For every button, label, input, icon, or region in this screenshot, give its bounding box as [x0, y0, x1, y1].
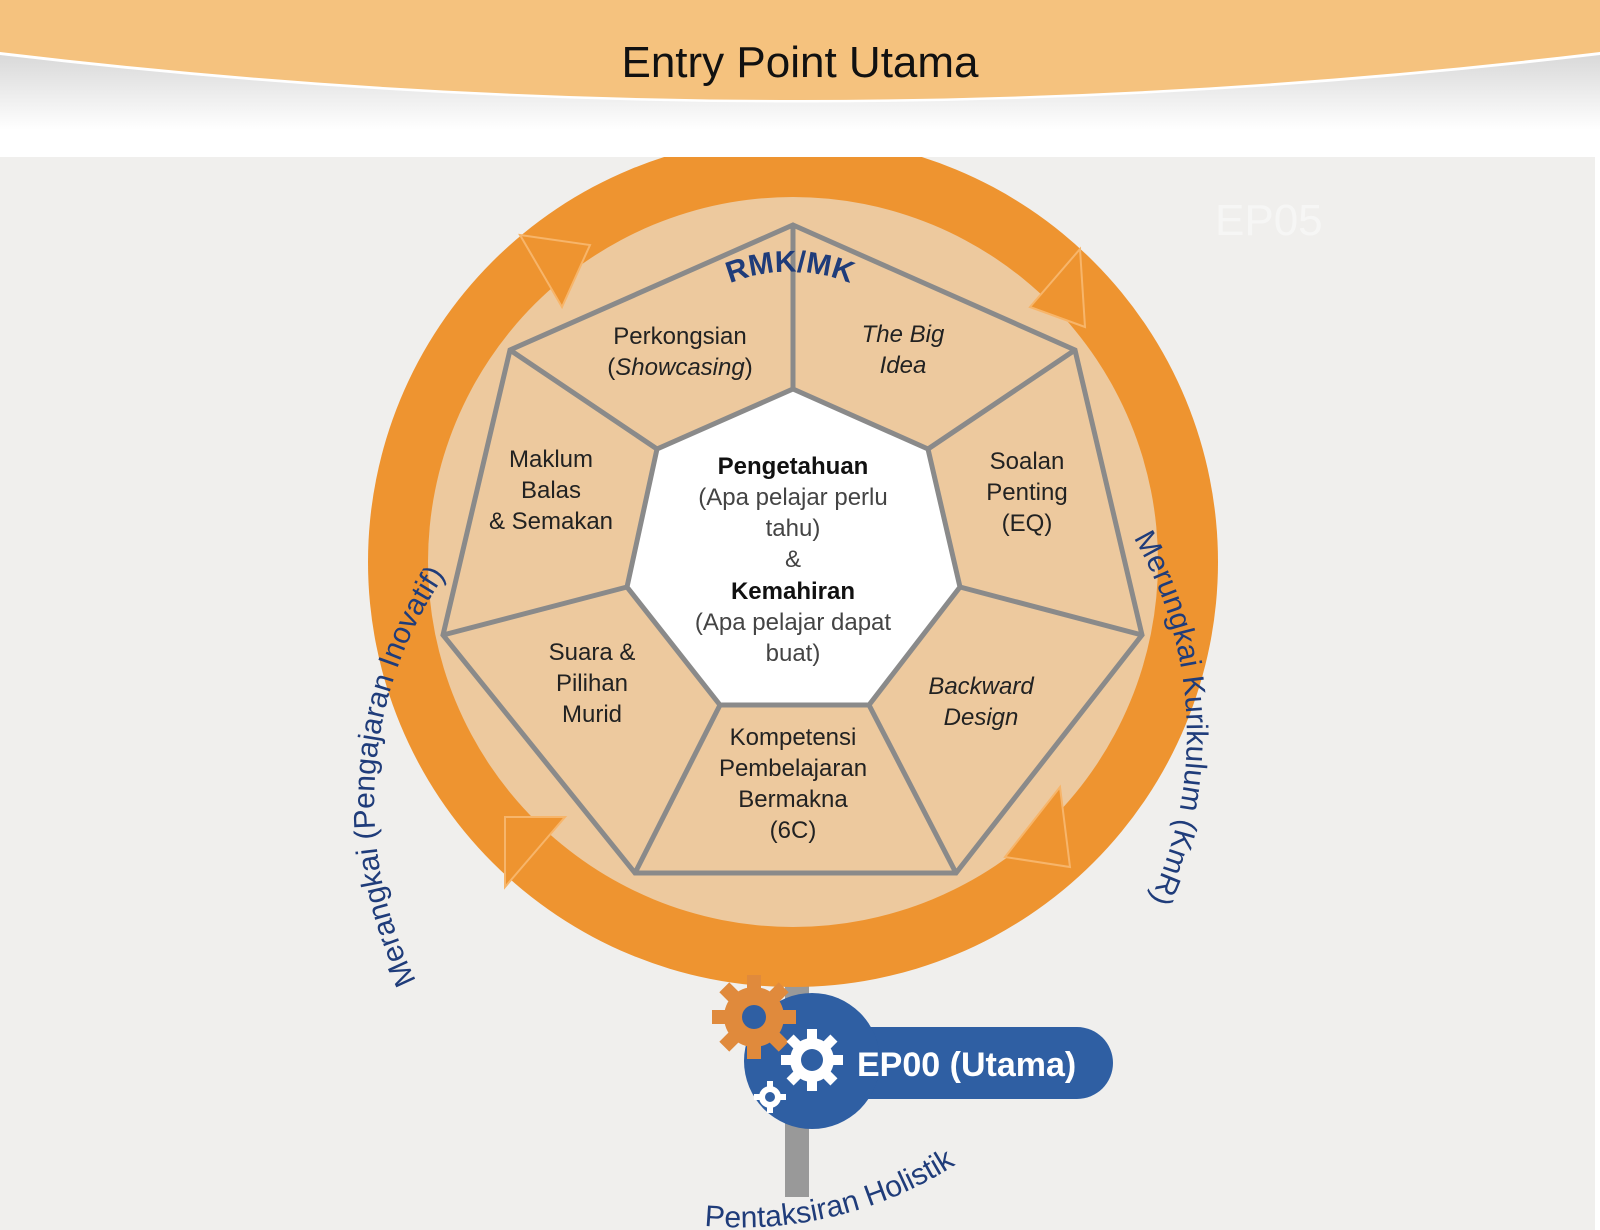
center-desc-pengetahuan-1: (Apa pelajar perlu	[698, 484, 887, 511]
segment-maklum-line3: & Semakan	[489, 508, 613, 535]
ring-arrow-topright	[1028, 246, 1087, 329]
diagram-canvas: RMK/MK Merungkai Kurikulum (KmR) Pentaks…	[0, 157, 1595, 1230]
center-title-pengetahuan: Pengetahuan	[718, 453, 869, 480]
entry-point-badge[interactable]: EP00 (Utama)	[712, 975, 1113, 1129]
segment-kompetensi: Kompetensi Pembelajaran Bermakna (6C)	[719, 724, 867, 844]
entry-point-label[interactable]: EP00 (Utama)	[857, 1046, 1076, 1084]
header-banner: Entry Point Utama	[0, 0, 1600, 130]
segment-backward-design: Backward Design	[928, 673, 1034, 731]
segment-suara-line1: Suara &	[549, 639, 636, 666]
segment-big-idea-line1: The Big	[862, 321, 945, 348]
segment-perkongsian: Perkongsian (Showcasing)	[607, 323, 752, 381]
ring-arrow-left	[504, 816, 568, 890]
entry-point-diagram: RMK/MK Merungkai Kurikulum (KmR) Pentaks…	[348, 157, 1323, 1230]
segment-soalan-penting: Soalan Penting (EQ)	[986, 448, 1067, 537]
page-title: Entry Point Utama	[621, 38, 979, 87]
center-core: Pengetahuan (Apa pelajar perlu tahu) & K…	[695, 453, 891, 667]
white-gear-icon	[781, 1029, 843, 1091]
segment-soalan-line3: (EQ)	[1002, 510, 1053, 537]
segment-big-idea: The Big Idea	[862, 321, 945, 379]
segment-big-idea-line2: Idea	[880, 352, 927, 379]
heptagon-lines	[440, 222, 1145, 876]
segment-kompetensi-line3: Bermakna	[738, 786, 848, 813]
header-band	[0, 0, 1600, 130]
segment-perkongsian-line2: (Showcasing)	[607, 354, 752, 381]
segment-backward-line1: Backward	[928, 673, 1034, 700]
segment-suara-pilihan: Suara & Pilihan Murid	[549, 639, 636, 728]
segment-kompetensi-line2: Pembelajaran	[719, 755, 867, 782]
segment-maklum-line1: Maklum	[509, 446, 593, 473]
center-desc-pengetahuan-2: tahu)	[766, 515, 821, 542]
segment-soalan-line2: Penting	[986, 479, 1067, 506]
watermark-text: EP05	[1215, 196, 1323, 245]
segment-maklum-balas: Maklum Balas & Semakan	[489, 446, 613, 535]
orange-gear-icon	[712, 975, 796, 1059]
segment-perkongsian-line1: Perkongsian	[613, 323, 746, 350]
segment-kompetensi-line1: Kompetensi	[730, 724, 857, 751]
ring-label-bottom: Pentaksiran Holistik	[704, 1142, 961, 1230]
center-ampersand: &	[785, 546, 801, 573]
ring-arrow-topleft	[518, 233, 592, 310]
segment-suara-line2: Pilihan	[556, 670, 628, 697]
segment-kompetensi-line4: (6C)	[770, 817, 817, 844]
segment-backward-line2: Design	[944, 704, 1019, 731]
center-desc-kemahiran-1: (Apa pelajar dapat	[695, 609, 891, 636]
small-white-gear-icon	[754, 1081, 786, 1113]
segment-suara-line3: Murid	[562, 701, 622, 728]
center-title-kemahiran: Kemahiran	[731, 578, 855, 605]
segment-maklum-line2: Balas	[521, 477, 581, 504]
center-desc-kemahiran-2: buat)	[766, 640, 821, 667]
segment-soalan-line1: Soalan	[990, 448, 1065, 475]
ring-arrow-right	[1003, 784, 1072, 869]
